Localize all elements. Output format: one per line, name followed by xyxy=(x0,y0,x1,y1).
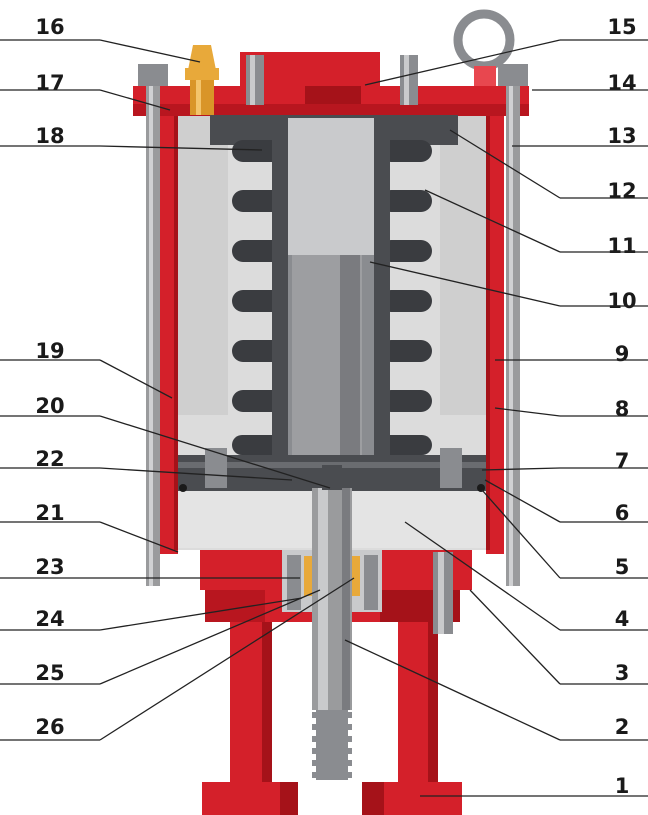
callout-label-7: 7 xyxy=(615,449,630,473)
callout-leader-2 xyxy=(344,639,561,741)
callout-label-9: 9 xyxy=(615,342,630,366)
callout-leader-21 xyxy=(99,521,179,553)
callout-layer: 1617181920222123242526151413121110987654… xyxy=(0,15,648,798)
callout-leader-6 xyxy=(484,479,561,523)
callout-label-2: 2 xyxy=(615,715,630,739)
callout-label-4: 4 xyxy=(615,607,630,631)
callout-label-3: 3 xyxy=(615,661,630,685)
callout-leader-8 xyxy=(494,407,561,417)
callout-leader-7 xyxy=(481,467,561,471)
yoke-legs xyxy=(202,610,462,815)
callout-label-23: 23 xyxy=(35,555,64,579)
callout-leader-25 xyxy=(99,589,321,685)
tie-rod-icon xyxy=(138,64,528,586)
callout-label-17: 17 xyxy=(35,71,64,95)
callout-label-22: 22 xyxy=(35,447,64,471)
callout-label-5: 5 xyxy=(615,555,630,579)
callout-leader-4 xyxy=(404,521,561,631)
callout-leader-15 xyxy=(364,39,561,86)
threaded-end-icon xyxy=(312,710,352,780)
callout-leader-17 xyxy=(99,89,171,111)
piston-rod-icon xyxy=(312,465,352,710)
callout-leader-11 xyxy=(424,189,561,253)
callout-label-1: 1 xyxy=(615,774,630,798)
lifting-eye-icon xyxy=(453,9,515,86)
callout-label-10: 10 xyxy=(607,289,636,313)
guide-tube xyxy=(272,118,390,460)
callout-label-16: 16 xyxy=(35,15,64,39)
callout-label-8: 8 xyxy=(615,397,630,421)
callout-leader-18 xyxy=(99,145,263,151)
brass-fitting-icon xyxy=(185,45,219,115)
callout-label-15: 15 xyxy=(607,15,636,39)
callout-label-12: 12 xyxy=(607,179,636,203)
callout-label-19: 19 xyxy=(35,339,64,363)
callout-leader-24 xyxy=(99,597,303,631)
callout-leader-5 xyxy=(481,489,561,579)
callout-label-6: 6 xyxy=(615,501,630,525)
callout-label-18: 18 xyxy=(35,124,64,148)
callout-label-13: 13 xyxy=(607,124,636,148)
callout-label-21: 21 xyxy=(35,501,64,525)
callout-leader-19 xyxy=(99,359,173,399)
callout-leader-3 xyxy=(469,589,561,685)
callout-leader-26 xyxy=(99,577,355,741)
callout-label-26: 26 xyxy=(35,715,64,739)
callout-leader-16 xyxy=(99,39,201,63)
callout-label-24: 24 xyxy=(35,607,64,631)
callout-label-14: 14 xyxy=(607,71,636,95)
callout-leader-12 xyxy=(449,129,561,199)
callout-label-20: 20 xyxy=(35,394,64,418)
callout-label-25: 25 xyxy=(35,661,64,685)
callout-label-11: 11 xyxy=(607,234,636,258)
callout-leader-10 xyxy=(369,261,561,307)
callout-leader-22 xyxy=(99,467,293,481)
callout-leader-20 xyxy=(99,415,331,489)
